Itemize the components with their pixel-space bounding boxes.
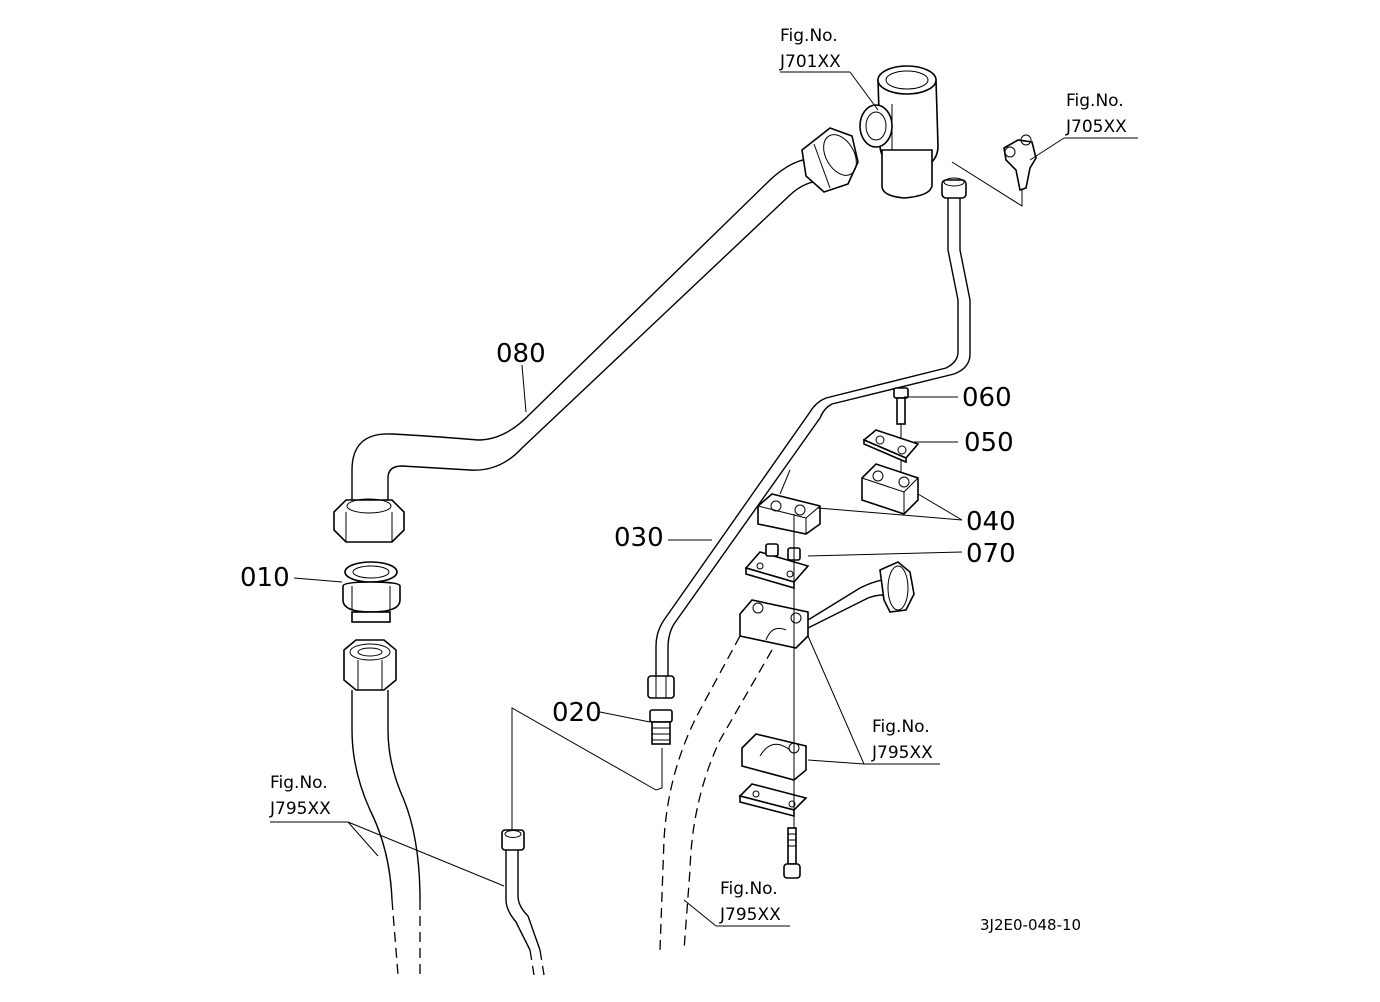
lower-clamp-bolt (783, 827, 801, 879)
figref-j701-line1: Fig.No. (780, 26, 838, 46)
figref-j795-bottom-line2: J795XX (719, 905, 781, 925)
hose-nut-upper (801, 127, 859, 193)
label-060: 060 (962, 383, 1012, 413)
label-010: 010 (240, 563, 290, 593)
label-020: 020 (552, 698, 602, 728)
lower-hose-right (659, 561, 915, 951)
figref-j701-line2: J701XX (779, 52, 841, 72)
plate-050 (862, 429, 920, 464)
pipe-030 (655, 196, 971, 676)
label-040: 040 (966, 507, 1016, 537)
figref-j795-right-line2: J795XX (871, 743, 933, 763)
figref-j705-line1: Fig.No. (1066, 91, 1124, 111)
figref-j705-line2: J705XX (1065, 117, 1127, 137)
adapter-010 (342, 561, 401, 623)
figref-j795-bottom-line1: Fig.No. (720, 879, 778, 899)
hose-nut-lower (333, 498, 405, 543)
small-pipe-bottom (501, 829, 545, 976)
leader-lines (270, 71, 1138, 927)
lower-clamp-upper-block (739, 599, 809, 649)
label-070: 070 (966, 539, 1016, 569)
figref-j795-right-line1: Fig.No. (872, 717, 930, 737)
pipe-030-nut-bottom (647, 675, 675, 699)
clamp-block-040-right (861, 463, 919, 515)
hose-080 (351, 157, 839, 502)
lower-clamp-lower-block (741, 733, 807, 781)
figref-j795-left-line1: Fig.No. (270, 773, 328, 793)
lower-clamp-plate (738, 783, 808, 818)
pipe-030-nut-top (941, 177, 967, 199)
clamp-block-040-left (757, 493, 821, 535)
plate-070 (744, 543, 810, 590)
small-tee-fitting (1003, 134, 1037, 192)
adapter-020 (649, 709, 673, 745)
label-050: 050 (964, 428, 1014, 458)
lower-hose-left (351, 690, 421, 976)
tee-fitting (859, 65, 939, 199)
label-080: 080 (496, 339, 546, 369)
label-030: 030 (614, 523, 664, 553)
lower-hose-nut (343, 639, 397, 691)
figref-j795-left-line2: J795XX (269, 799, 331, 819)
bolt-060 (893, 387, 909, 500)
drawing-code: 3J2E0-048-10 (980, 916, 1081, 934)
